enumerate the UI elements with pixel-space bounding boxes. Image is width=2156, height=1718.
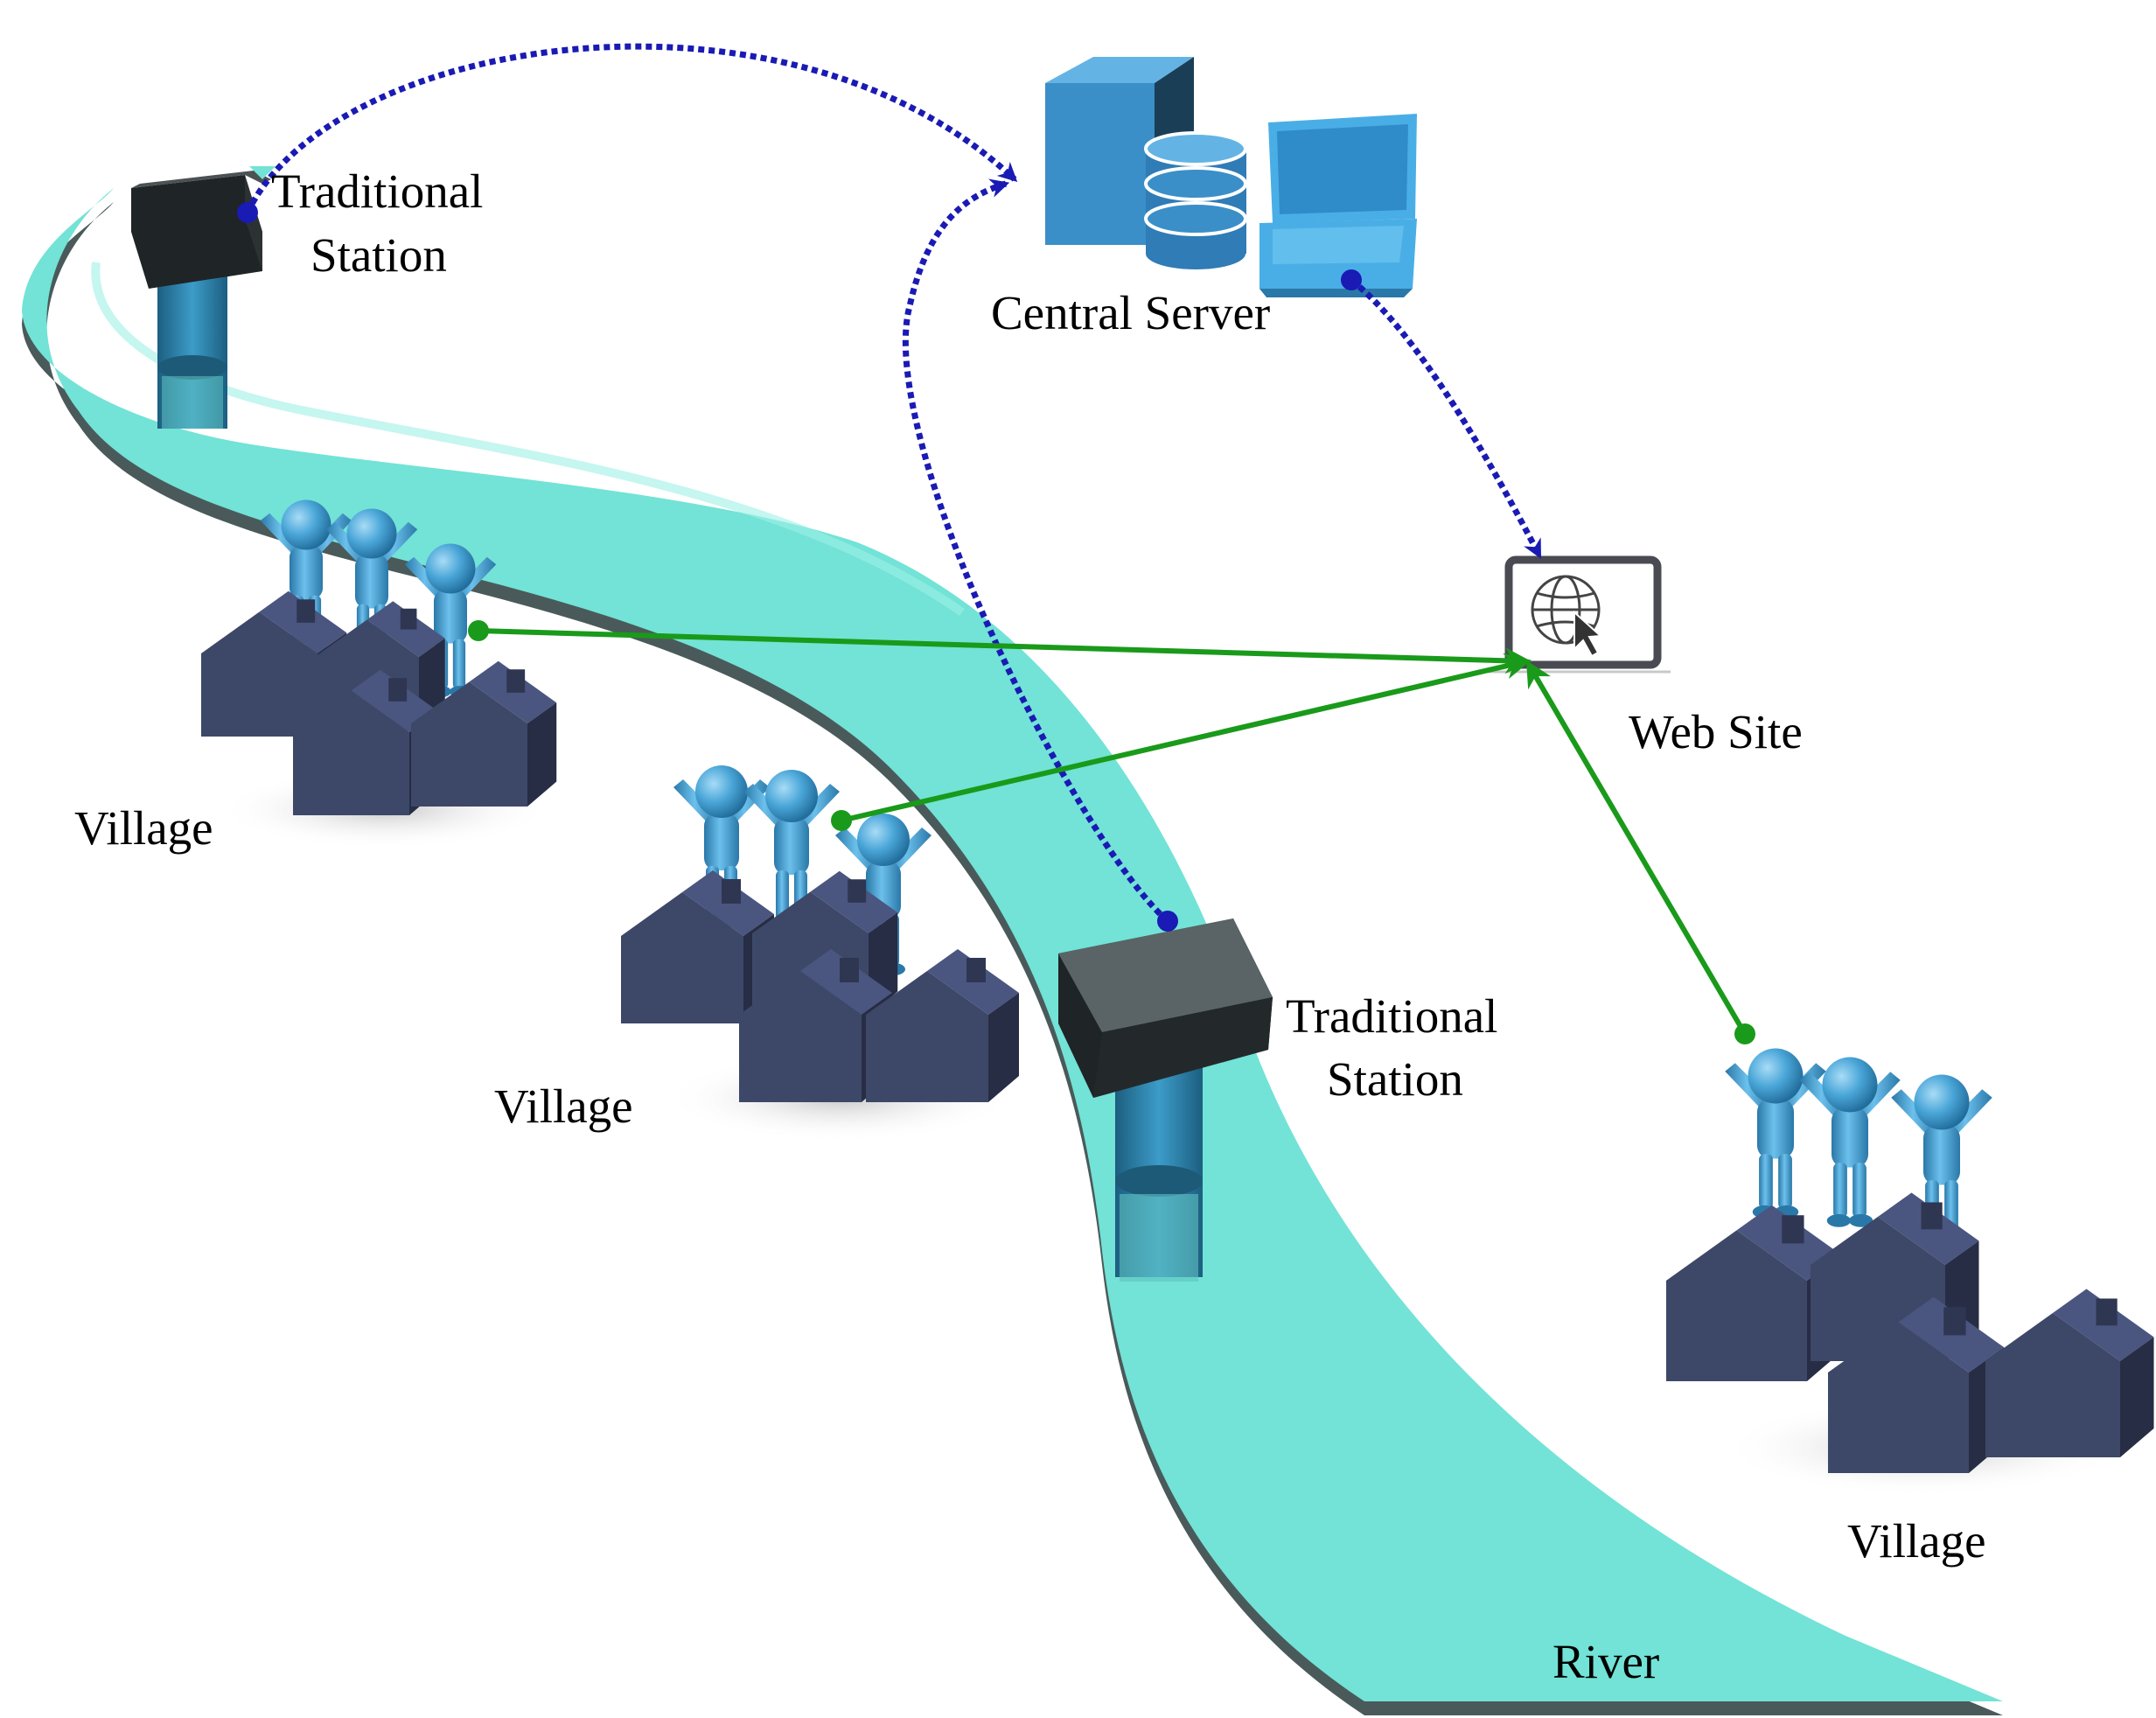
link-village-right-to-website — [1525, 660, 1748, 1036]
house — [1985, 1288, 2154, 1457]
link-server-to-website — [1349, 277, 1543, 559]
villager — [1799, 1057, 1901, 1227]
village-right-label: Village — [1847, 1514, 1986, 1568]
report-links — [468, 620, 1755, 1044]
station-top-label-line2: Station — [310, 228, 447, 282]
web-site-monitor — [1487, 555, 1671, 674]
station-top-label-line1: Traditional — [271, 164, 483, 218]
village-right — [1666, 1048, 2154, 1473]
link-village-middle-to-website — [841, 653, 1532, 823]
web-site-label: Web Site — [1629, 705, 1803, 758]
server-tower — [1045, 57, 1194, 245]
river — [22, 188, 2003, 1715]
central-server-label: Central Server — [991, 286, 1270, 339]
link-station-top-to-server — [244, 43, 1018, 214]
data-links — [237, 43, 1543, 932]
globe-icon — [1531, 575, 1601, 645]
central-server — [1045, 57, 1417, 297]
traditional-station-top — [131, 166, 276, 429]
river-label: River — [1552, 1635, 1659, 1688]
village-left-label: Village — [74, 801, 213, 855]
village-middle-label: Village — [494, 1079, 633, 1133]
database-icon — [1144, 131, 1247, 269]
cursor-icon — [1573, 610, 1603, 658]
house — [621, 870, 774, 1023]
station-middle-label-line1: Traditional — [1286, 989, 1497, 1043]
laptop-icon — [1259, 114, 1417, 297]
link-station-middle-to-server — [902, 178, 1170, 924]
station-middle-label-line2: Station — [1327, 1052, 1463, 1106]
link-village-left-to-website — [478, 628, 1532, 674]
traditional-station-middle — [1058, 918, 1273, 1282]
